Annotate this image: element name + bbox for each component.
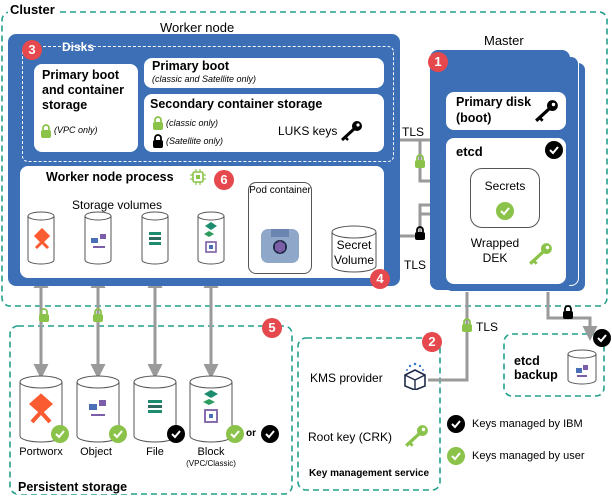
secrets-box: Secrets [470, 168, 540, 228]
lock-user-icon [152, 116, 164, 135]
primary-boot-title: Primary boot [152, 59, 230, 73]
lock-ibm-icon [152, 134, 164, 153]
cluster-boundary [1, 11, 608, 307]
key-management-boundary [297, 337, 441, 491]
pod-container-label: Pod container [249, 185, 311, 196]
key-ibm-icon [340, 120, 364, 147]
key-management-badge: 2 [422, 332, 442, 352]
lock-ibm-icon [414, 226, 426, 245]
storage-volumes-label: Storage volumes [72, 198, 163, 212]
primary-boot-container-title: Primary boot and container storage [42, 68, 124, 112]
kms-box-icon [402, 362, 428, 395]
key-ibm-icon [534, 98, 560, 129]
legend-ibm-label: Keys managed by IBM [472, 418, 583, 430]
check-ibm-badge-icon [260, 424, 280, 449]
chip-icon [190, 169, 206, 190]
disks-title: Disks [62, 40, 95, 54]
root-key-label: Root key (CRK) [308, 430, 393, 444]
worker-node-title: Worker node [160, 20, 235, 35]
secondary-storage-note-satellite: (Satellite only) [166, 136, 224, 146]
lock-user-badge-icon [495, 201, 515, 226]
primary-disk-box: Primary disk (boot) [446, 92, 566, 130]
disks-badge: 3 [22, 40, 42, 60]
or-label: or [246, 428, 256, 439]
persistent-storage-title: Persistent storage [16, 480, 130, 494]
worker-process-badge: 6 [214, 170, 234, 190]
legend-user-label: Keys managed by user [472, 450, 585, 462]
primary-boot-container-box: Primary boot and container storage (VPC … [34, 64, 138, 152]
block-label: Block [197, 446, 225, 458]
block-note: (VPC/Classic) [186, 459, 236, 468]
check-user-badge-icon [108, 424, 128, 449]
cylinder-file [133, 375, 177, 443]
file-label: File [146, 446, 164, 458]
lock-ibm-icon [562, 305, 574, 324]
persistent-cylinders [19, 375, 233, 443]
volume-file [141, 211, 169, 265]
etcd-backup-label: etcd backup [514, 354, 558, 382]
cylinder-portworx [19, 375, 63, 443]
key-management-title: Key management service [304, 468, 434, 480]
legend-ibm-icon [446, 414, 466, 439]
disks-region [22, 46, 394, 162]
etcd-label: etcd [456, 144, 483, 159]
storage-volumes-group [27, 211, 225, 265]
secrets-label: Secrets [484, 179, 526, 193]
tls-mid-label: TLS [404, 258, 427, 272]
master-title: Master [484, 33, 524, 48]
tls-top-label: TLS [402, 125, 425, 139]
secondary-storage-box: Secondary container storage (classic onl… [144, 94, 384, 152]
secret-volume-badge: 4 [370, 269, 390, 289]
secret-volume-label: Secret Volume [333, 238, 375, 267]
primary-boot-box: Primary boot (classic and Satellite only… [144, 58, 384, 88]
wrapped-dek-label: Wrapped DEK [470, 236, 520, 265]
primary-disk-label: Primary disk (boot) [456, 95, 532, 125]
primary-boot-container-note: (VPC only) [54, 125, 98, 135]
pod-container-box: Pod container [248, 182, 312, 274]
worker-process-title: Worker node process [46, 170, 174, 184]
etcd-backup-cylinder [567, 349, 597, 385]
key-user-icon [404, 424, 430, 453]
secondary-storage-note-classic: (classic only) [166, 118, 219, 128]
lock-user-icon [414, 154, 426, 173]
lock-user-icon [461, 318, 473, 337]
lock-user-icon [38, 308, 50, 327]
check-user-badge-icon [50, 424, 70, 449]
secondary-storage-title: Secondary container storage [150, 97, 323, 111]
lock-user-icon [92, 308, 104, 327]
luks-keys-label: LUKS keys [278, 124, 338, 138]
master-badge: 1 [428, 52, 448, 72]
primary-boot-note: (classic and Satellite only) [152, 74, 257, 84]
lock-user-icon [40, 124, 52, 143]
check-user-badge-icon [225, 424, 245, 449]
portworx-label: Portworx [19, 446, 63, 458]
etcd-backup-boundary [503, 333, 605, 397]
check-ibm-badge-icon [592, 328, 612, 353]
legend-user-icon [446, 446, 466, 471]
kms-provider-label: KMS provider [310, 371, 383, 385]
volume-object [84, 211, 112, 265]
persistent-storage-badge: 5 [262, 318, 282, 338]
container-cube-icon [259, 225, 301, 270]
cylinder-block [189, 375, 233, 443]
worker-process-box: Worker node process 6 Storage volumes Po… [20, 166, 384, 278]
tls-kms-label: TLS [476, 320, 499, 334]
volume-block [197, 211, 225, 265]
key-user-icon [528, 242, 554, 271]
volume-portworx [27, 211, 55, 265]
object-label: Object [80, 446, 112, 458]
cluster-label: Cluster [8, 2, 57, 17]
secret-volume-cylinder [331, 225, 377, 273]
etcd-box: etcd Secrets Wrapped DEK [446, 138, 566, 284]
check-ibm-badge-icon [166, 424, 186, 449]
lock-ibm-badge-icon [544, 140, 564, 165]
